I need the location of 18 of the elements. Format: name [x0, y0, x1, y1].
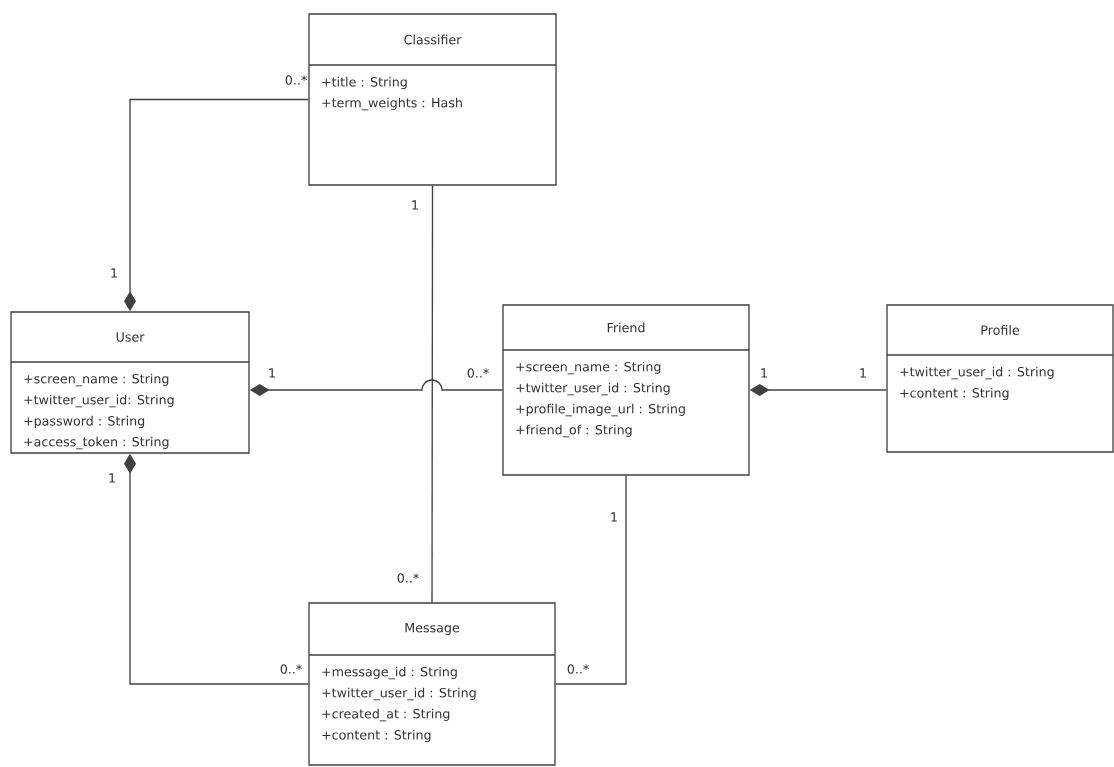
class-box: Friend +screen_name : String +twitter_user_id : String +profile_image_url : String +friend_of : String [502, 304, 750, 476]
association-line [431, 185, 434, 603]
association-line [555, 475, 627, 685]
multiplicity-label: 1 [860, 368, 866, 378]
class-box: Message +message_id : String +twitter_user_id : String +created_at : String +content : String [308, 602, 556, 766]
multiplicity-label: 1 [761, 368, 767, 378]
multiplicity-label: 1 [611, 512, 617, 522]
multiplicity-label: 1 [109, 473, 115, 483]
multiplicity-label: 0..* [567, 664, 589, 674]
multiplicity-label: 1 [111, 268, 117, 278]
class-box: User +screen_name : String +twitter_user_id: String +password : String +access_token : String [10, 311, 250, 454]
class-box: Classifier +title : String +term_weights : Hash [308, 13, 557, 186]
multiplicity-label: 0..* [467, 368, 489, 378]
class-box: Profile +twitter_user_id : String +content : String [886, 304, 1114, 453]
multiplicity-label: 0..* [397, 573, 419, 583]
multiplicity-label: 1 [412, 200, 418, 210]
multiplicity-label: 0..* [280, 664, 302, 674]
multiplicity-label: 1 [269, 368, 275, 378]
